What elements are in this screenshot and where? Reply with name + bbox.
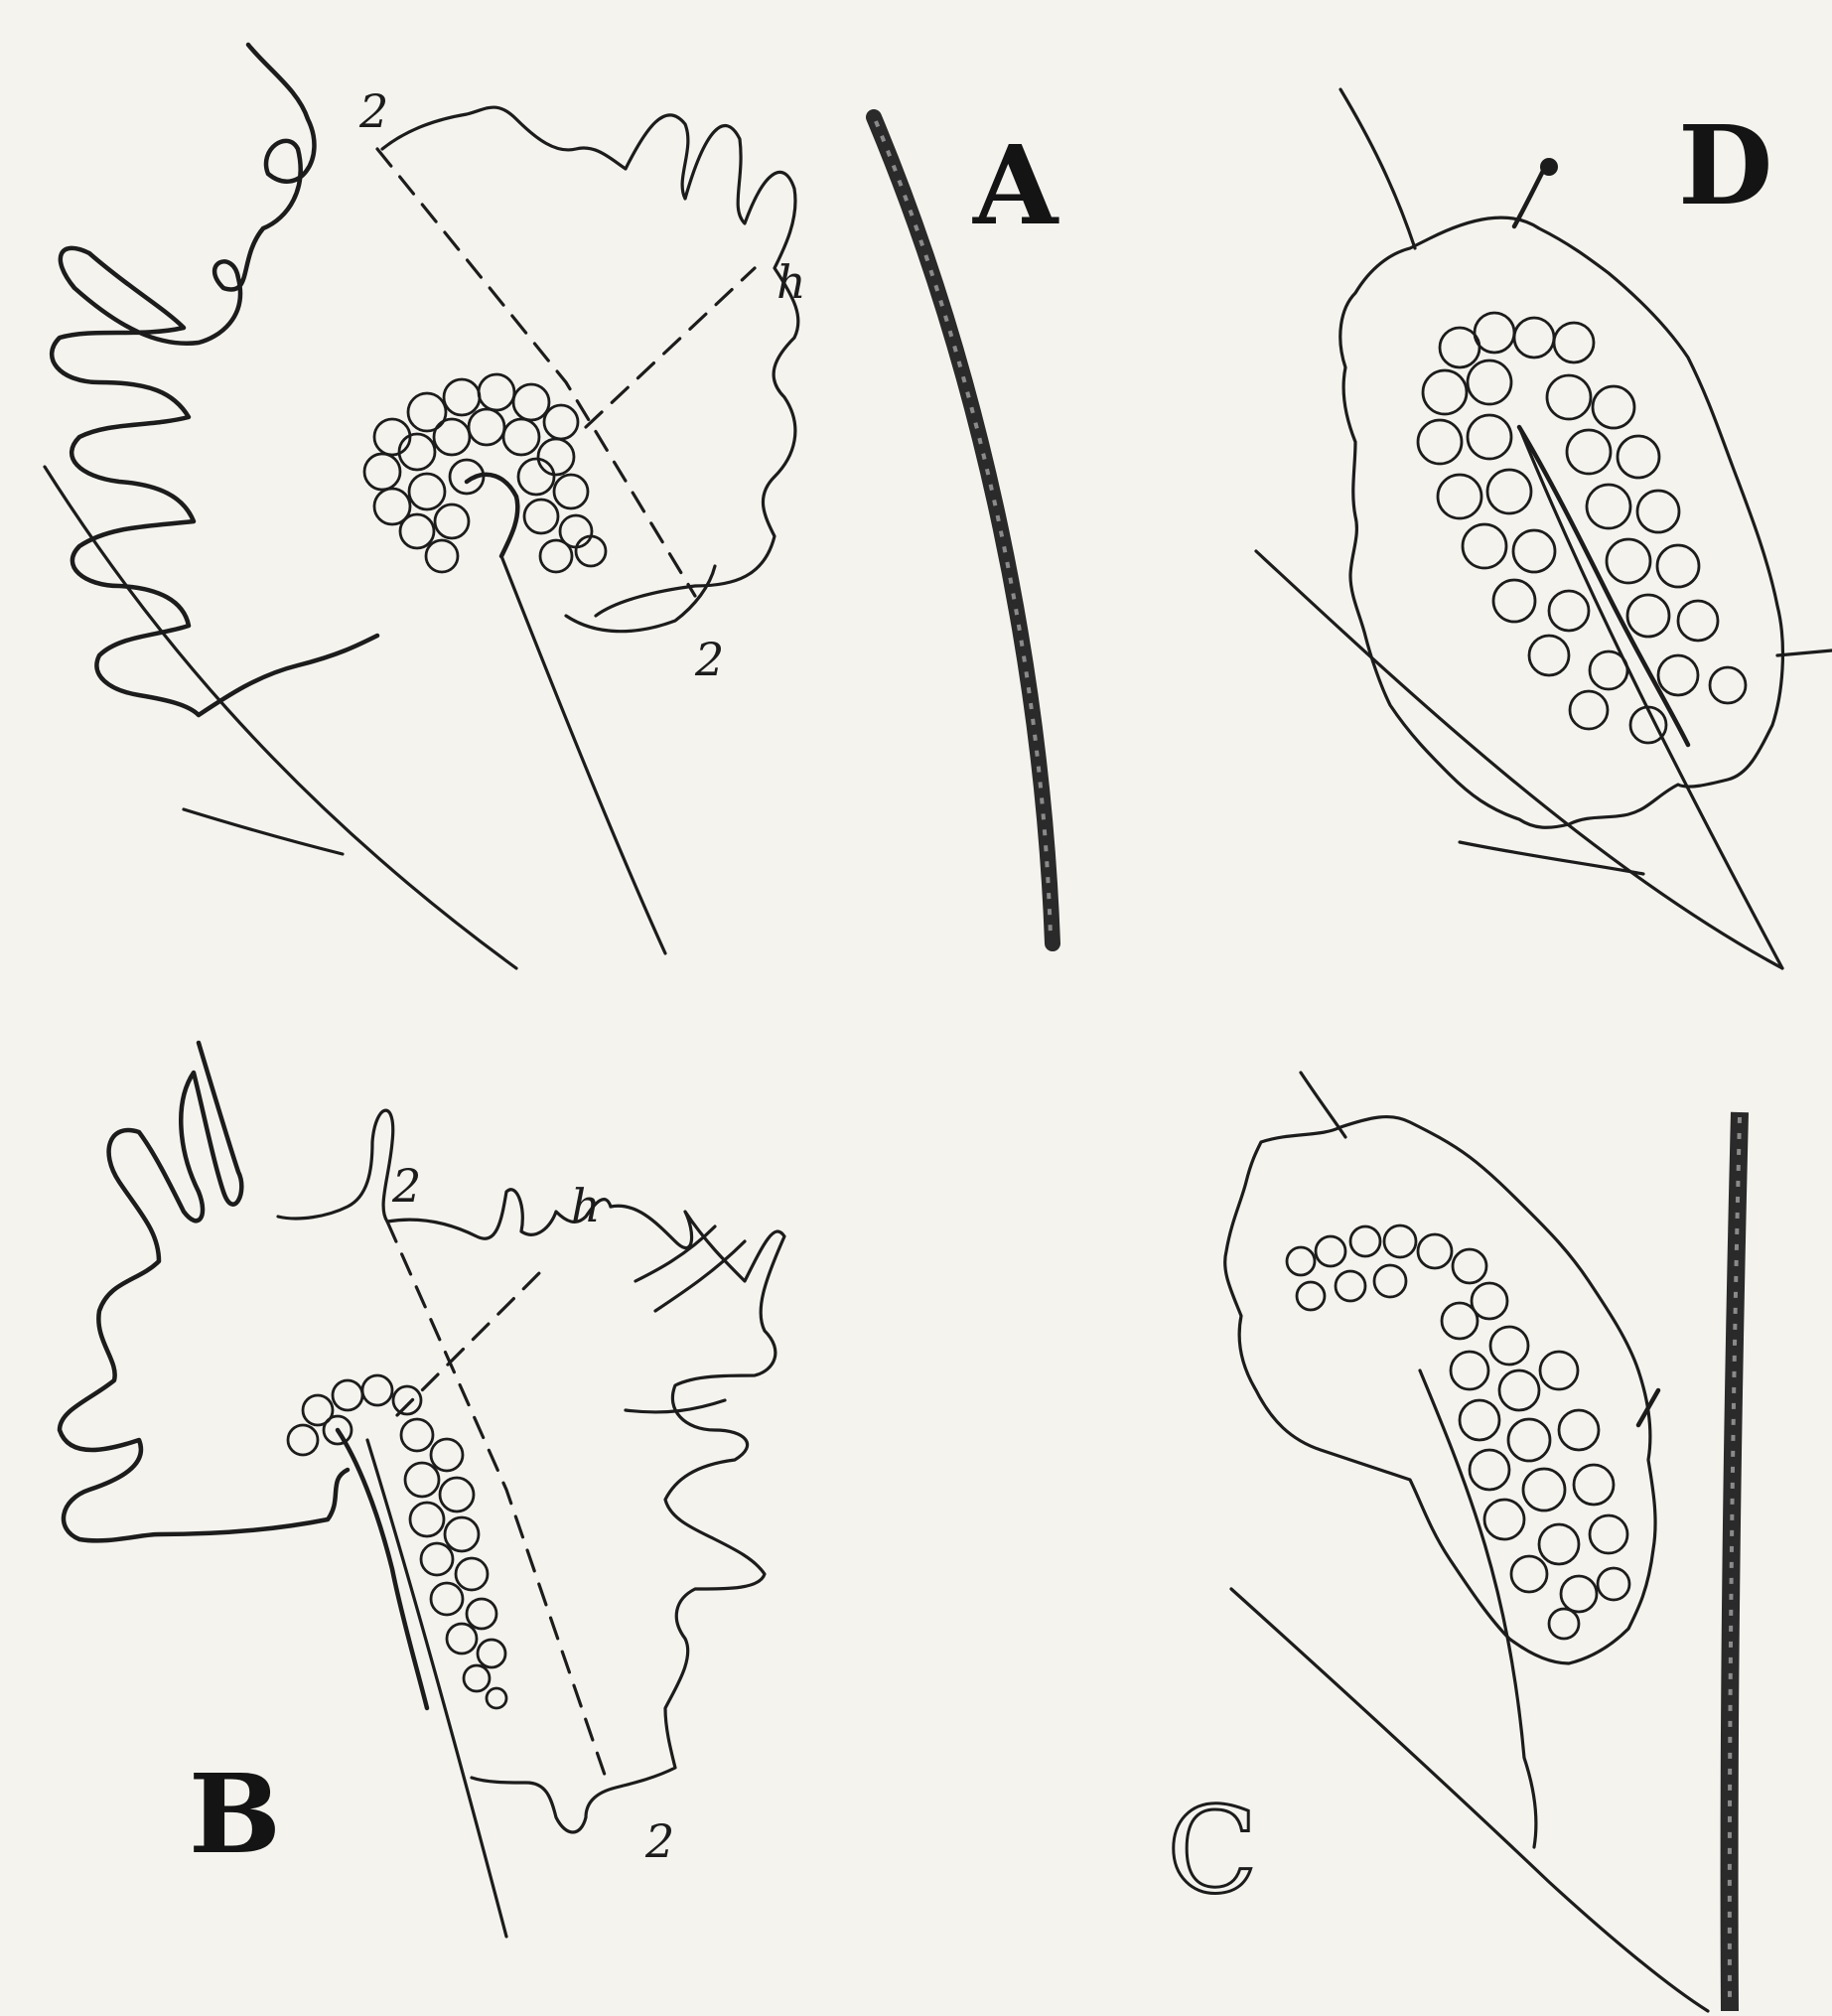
panel-d-branch-line-2 (1460, 842, 1643, 874)
panel-a-marker-2-bottom: 2 (694, 633, 724, 686)
panel-a-cell-cluster (364, 374, 606, 572)
panel-b-marker-2-top: 2 (391, 1159, 421, 1213)
panel-a-inner-loop (566, 566, 715, 632)
panel-a-dashed-line-h (586, 268, 755, 427)
panel-a-marker-2-top: 2 (358, 84, 388, 138)
panel-a: A 2 h 2 (45, 45, 1059, 968)
panel-b-outline (60, 1043, 348, 1540)
panel-a-branch-line-2 (184, 809, 343, 854)
panel-a-stem (501, 556, 665, 953)
panel-d: D (1256, 89, 1832, 968)
panel-a-marker-h: h (776, 255, 806, 309)
panel-b-dashed-line-22 (387, 1222, 606, 1778)
panel-b-outline-right (472, 1206, 784, 1832)
panel-d-branch-line (1256, 551, 1782, 968)
panel-b-outline-top (278, 1110, 611, 1238)
panel-b-right-finger-2 (655, 1241, 745, 1311)
panel-d-label: D (1678, 101, 1772, 229)
panel-b-marker-2-bottom: 2 (644, 1814, 674, 1868)
panel-d-spike (1514, 169, 1544, 226)
panel-c-branch-top (1301, 1073, 1345, 1137)
panel-a-outline (52, 45, 377, 715)
panel-c-label: C (1167, 1783, 1258, 1921)
panel-a-dashed-line-22 (377, 149, 695, 596)
panel-d-spike-tip (1540, 158, 1558, 176)
panel-d-side-tick (1777, 650, 1832, 655)
panel-d-branch-top (1340, 89, 1415, 248)
panel-b-marker-h: h (571, 1179, 601, 1232)
panel-c: C (1167, 1073, 1740, 2011)
panel-b-label: B (189, 1750, 281, 1878)
panel-b: B 2 h 2 (60, 1043, 784, 1937)
panel-a-label: A (972, 121, 1059, 249)
panel-c-branch-line (1231, 1589, 1708, 2011)
panel-c-cell-cluster (1287, 1225, 1629, 1639)
